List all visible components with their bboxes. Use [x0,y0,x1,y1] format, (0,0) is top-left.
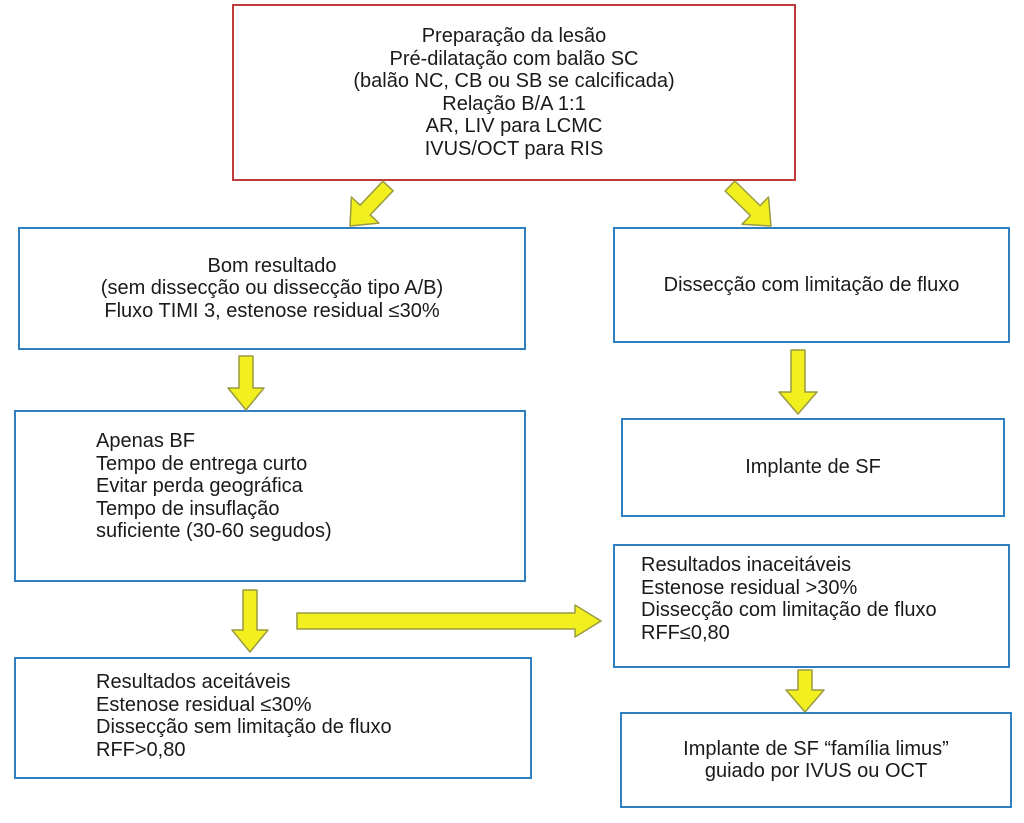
box-line: suficiente (30-60 segudos) [96,520,332,542]
box-line: Bom resultado [207,254,337,277]
box-line: Tempo de insuflação [96,497,280,520]
box-line: Apenas BF [96,430,195,452]
box-line: Preparação da lesão [421,25,607,47]
arrow-dissection-to-implant-sf [778,349,818,415]
box-line: Fluxo TIMI 3, estenose residual ≤30% [104,299,440,322]
box-line: Implante de SF “família limus” [683,737,949,760]
box-line: Tempo de entrega curto [96,452,308,475]
box-line: guiado por IVUS ou OCT [704,760,928,782]
box-line: Resultados aceitáveis [96,671,291,693]
box-line: Relação B/A 1:1 [442,92,586,115]
only-bf-box: Apenas BF Tempo de entrega curto Evitar … [14,410,526,582]
box-line: RFF≤0,80 [641,621,730,644]
box-line: Dissecção com limitação de fluxo [641,599,937,621]
arrow-only-bf-to-acceptable [231,589,269,653]
good-result-box: Bom resultado (sem dissecção ou dissecçã… [18,227,526,350]
flow-limiting-dissection-box: Dissecção com limitação de fluxo [613,227,1010,343]
acceptable-results-box: Resultados aceitáveis Estenose residual … [14,657,532,779]
box-line: Pré-dilatação com balão SC [389,47,639,70]
box-line: Estenose residual >30% [641,576,858,599]
box-line: Dissecção sem limitação de fluxo [96,716,392,738]
box-line: Evitar perda geográfica [96,475,303,497]
arrow-top-to-dissection [724,180,772,227]
lesion-preparation-box: Preparação da lesão Pré-dilatação com ba… [232,4,796,181]
box-line: Estenose residual ≤30% [96,693,312,716]
arrow-good-result-to-only-bf [227,355,265,411]
box-line: RFF>0,80 [96,738,186,761]
arrow-to-unacceptable [296,604,602,638]
box-line: AR, LIV para LCMC [425,115,603,137]
arrow-layer [227,180,825,713]
box-line: (sem dissecção ou dissecção tipo A/B) [100,277,444,300]
arrow-unacceptable-to-limus [785,669,825,713]
sf-implant-box: Implante de SF [621,418,1005,517]
box-line: Resultados inaceitáveis [641,554,852,576]
box-line: Implante de SF [745,456,881,479]
box-line: IVUS/OCT para RIS [424,137,604,160]
arrow-top-to-good-result [349,180,394,227]
limus-family-implant-box: Implante de SF “família limus” guiado po… [620,712,1012,808]
box-line: Dissecção com limitação de fluxo [663,273,960,296]
unacceptable-results-box: Resultados inaceitáveis Estenose residua… [613,544,1010,668]
box-line: (balão NC, CB ou SB se calcificada) [353,70,675,92]
